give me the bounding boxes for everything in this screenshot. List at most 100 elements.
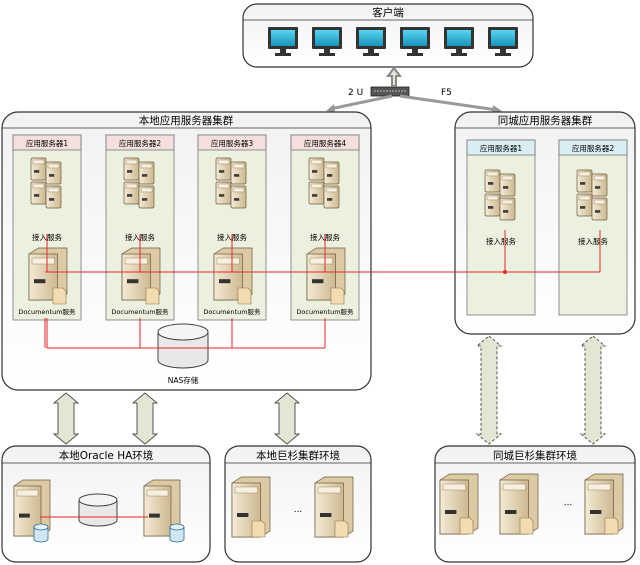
document-icon (145, 287, 160, 305)
server-panel-label: 应用服务器4 (304, 138, 346, 148)
server-panel-label: 应用服务器2 (119, 138, 161, 148)
access-server-icon (323, 185, 340, 209)
access-server-icon (499, 197, 516, 221)
access-server-icon (215, 157, 232, 181)
access-server-icon (45, 161, 62, 185)
document-icon (334, 520, 349, 538)
access-server-icon (123, 181, 140, 205)
access-server-icon (484, 169, 501, 193)
documentum-label: Documentum服务 (203, 307, 261, 316)
server-panel-label: 应用服务器2 (572, 143, 614, 153)
documentum-label: Documentum服务 (18, 307, 76, 316)
monitor-row (268, 27, 518, 56)
database-icon (33, 527, 49, 543)
documentum-server-icon (28, 247, 68, 301)
database-icon (169, 527, 185, 543)
access-server-icon (499, 173, 516, 197)
nas-label: NAS存储 (168, 375, 199, 385)
document-icon (52, 287, 67, 305)
lb-to-remote-arrow (399, 94, 498, 112)
access-server-icon (591, 173, 608, 197)
remote-jushan-link-arrow (579, 335, 607, 445)
access-server-icon (215, 181, 232, 205)
remote-jushan-title: 同城巨杉集群环境 (493, 449, 577, 462)
shared-disk-icon (78, 500, 118, 527)
client-group: 客户端 (242, 3, 534, 68)
access-server-icon (591, 197, 608, 221)
access-server-icon (484, 193, 501, 217)
monitor-icon (356, 27, 386, 56)
document-icon (330, 287, 345, 305)
access-server-icon (138, 161, 155, 185)
bottom-servers (13, 473, 624, 543)
remote-server-panel: 应用服务器2 接入服务 (558, 139, 628, 316)
documentum-server-icon (121, 247, 161, 301)
local-cluster-title: 本地应用服务器集群 (139, 114, 234, 127)
access-server-icon (576, 193, 593, 217)
lb-to-local-arrow (329, 94, 393, 111)
monitor-icon (400, 27, 430, 56)
monitor-icon (488, 27, 518, 56)
document-icon (459, 517, 474, 535)
local-cluster: 本地应用服务器集群 应用服务器1接入服务Documentum服务应用服务器2接入… (1, 111, 372, 391)
document-icon (604, 517, 619, 535)
monitor-icon (444, 27, 474, 56)
local-cluster-box (1, 111, 372, 391)
access-server-icon (30, 181, 47, 205)
document-icon (251, 520, 266, 538)
client-lb-arrow (386, 66, 402, 87)
oracle-link-arrow (131, 392, 159, 445)
remote-server-panel: 应用服务器1 接入服务 (466, 139, 536, 316)
access-server-icon (123, 157, 140, 181)
access-server-icon (323, 161, 340, 185)
access-server-icon (138, 185, 155, 209)
lb-left-label: 2 U (348, 88, 363, 98)
client-title: 客户端 (372, 6, 404, 19)
link-node (503, 270, 507, 274)
access-service-label: 接入服务 (578, 236, 608, 246)
jushan-link-arrow (273, 392, 301, 445)
access-server-icon (308, 181, 325, 205)
storage-link-arrows (52, 335, 607, 445)
access-service-label: 接入服务 (486, 236, 516, 246)
monitor-icon (312, 27, 342, 56)
access-server-icon (230, 185, 247, 209)
remote-server-panels: 应用服务器1 接入服务 应用服务器2 接入服务 (466, 139, 628, 316)
lb-to-local-arrowhead (326, 104, 335, 112)
lb-right-label: F5 (441, 88, 452, 98)
remote-jushan-ellipsis: ... (564, 498, 573, 508)
lb-arrows (326, 66, 502, 113)
access-server-icon (30, 157, 47, 181)
oracle-link-arrow (52, 392, 80, 445)
server-panel-label: 应用服务器1 (26, 138, 68, 148)
oracle-server-icon (143, 479, 181, 537)
documentum-label: Documentum服务 (111, 307, 169, 316)
remote-cluster-title: 同城应用服务器集群 (498, 114, 593, 127)
remote-jushan-link-arrow (475, 335, 503, 445)
access-server-icon (308, 157, 325, 181)
document-icon (237, 287, 252, 305)
local-server-panels: 应用服务器1接入服务Documentum服务应用服务器2接入服务Document… (12, 134, 360, 321)
remote-cluster: 同城应用服务器集群 应用服务器1 接入服务 应用服务器2 接入服务 (454, 111, 636, 335)
network-links (44, 230, 601, 349)
lb-to-remote-arrowhead (492, 105, 502, 113)
monitor-icon (268, 27, 298, 56)
oracle-env-title: 本地Oracle HA环境 (59, 449, 154, 462)
documentum-label: Documentum服务 (296, 307, 354, 316)
access-server-icon (45, 185, 62, 209)
local-jushan-ellipsis: ... (294, 505, 303, 515)
nas-storage: NAS存储 (157, 323, 209, 385)
local-jushan-title: 本地巨杉集群环境 (256, 449, 340, 462)
access-server-icon (230, 161, 247, 185)
access-server-icon (576, 169, 593, 193)
document-icon (519, 517, 534, 535)
server-panel-label: 应用服务器1 (480, 143, 522, 153)
server-panel-label: 应用服务器3 (211, 138, 253, 148)
documentum-server-icon (306, 247, 346, 301)
